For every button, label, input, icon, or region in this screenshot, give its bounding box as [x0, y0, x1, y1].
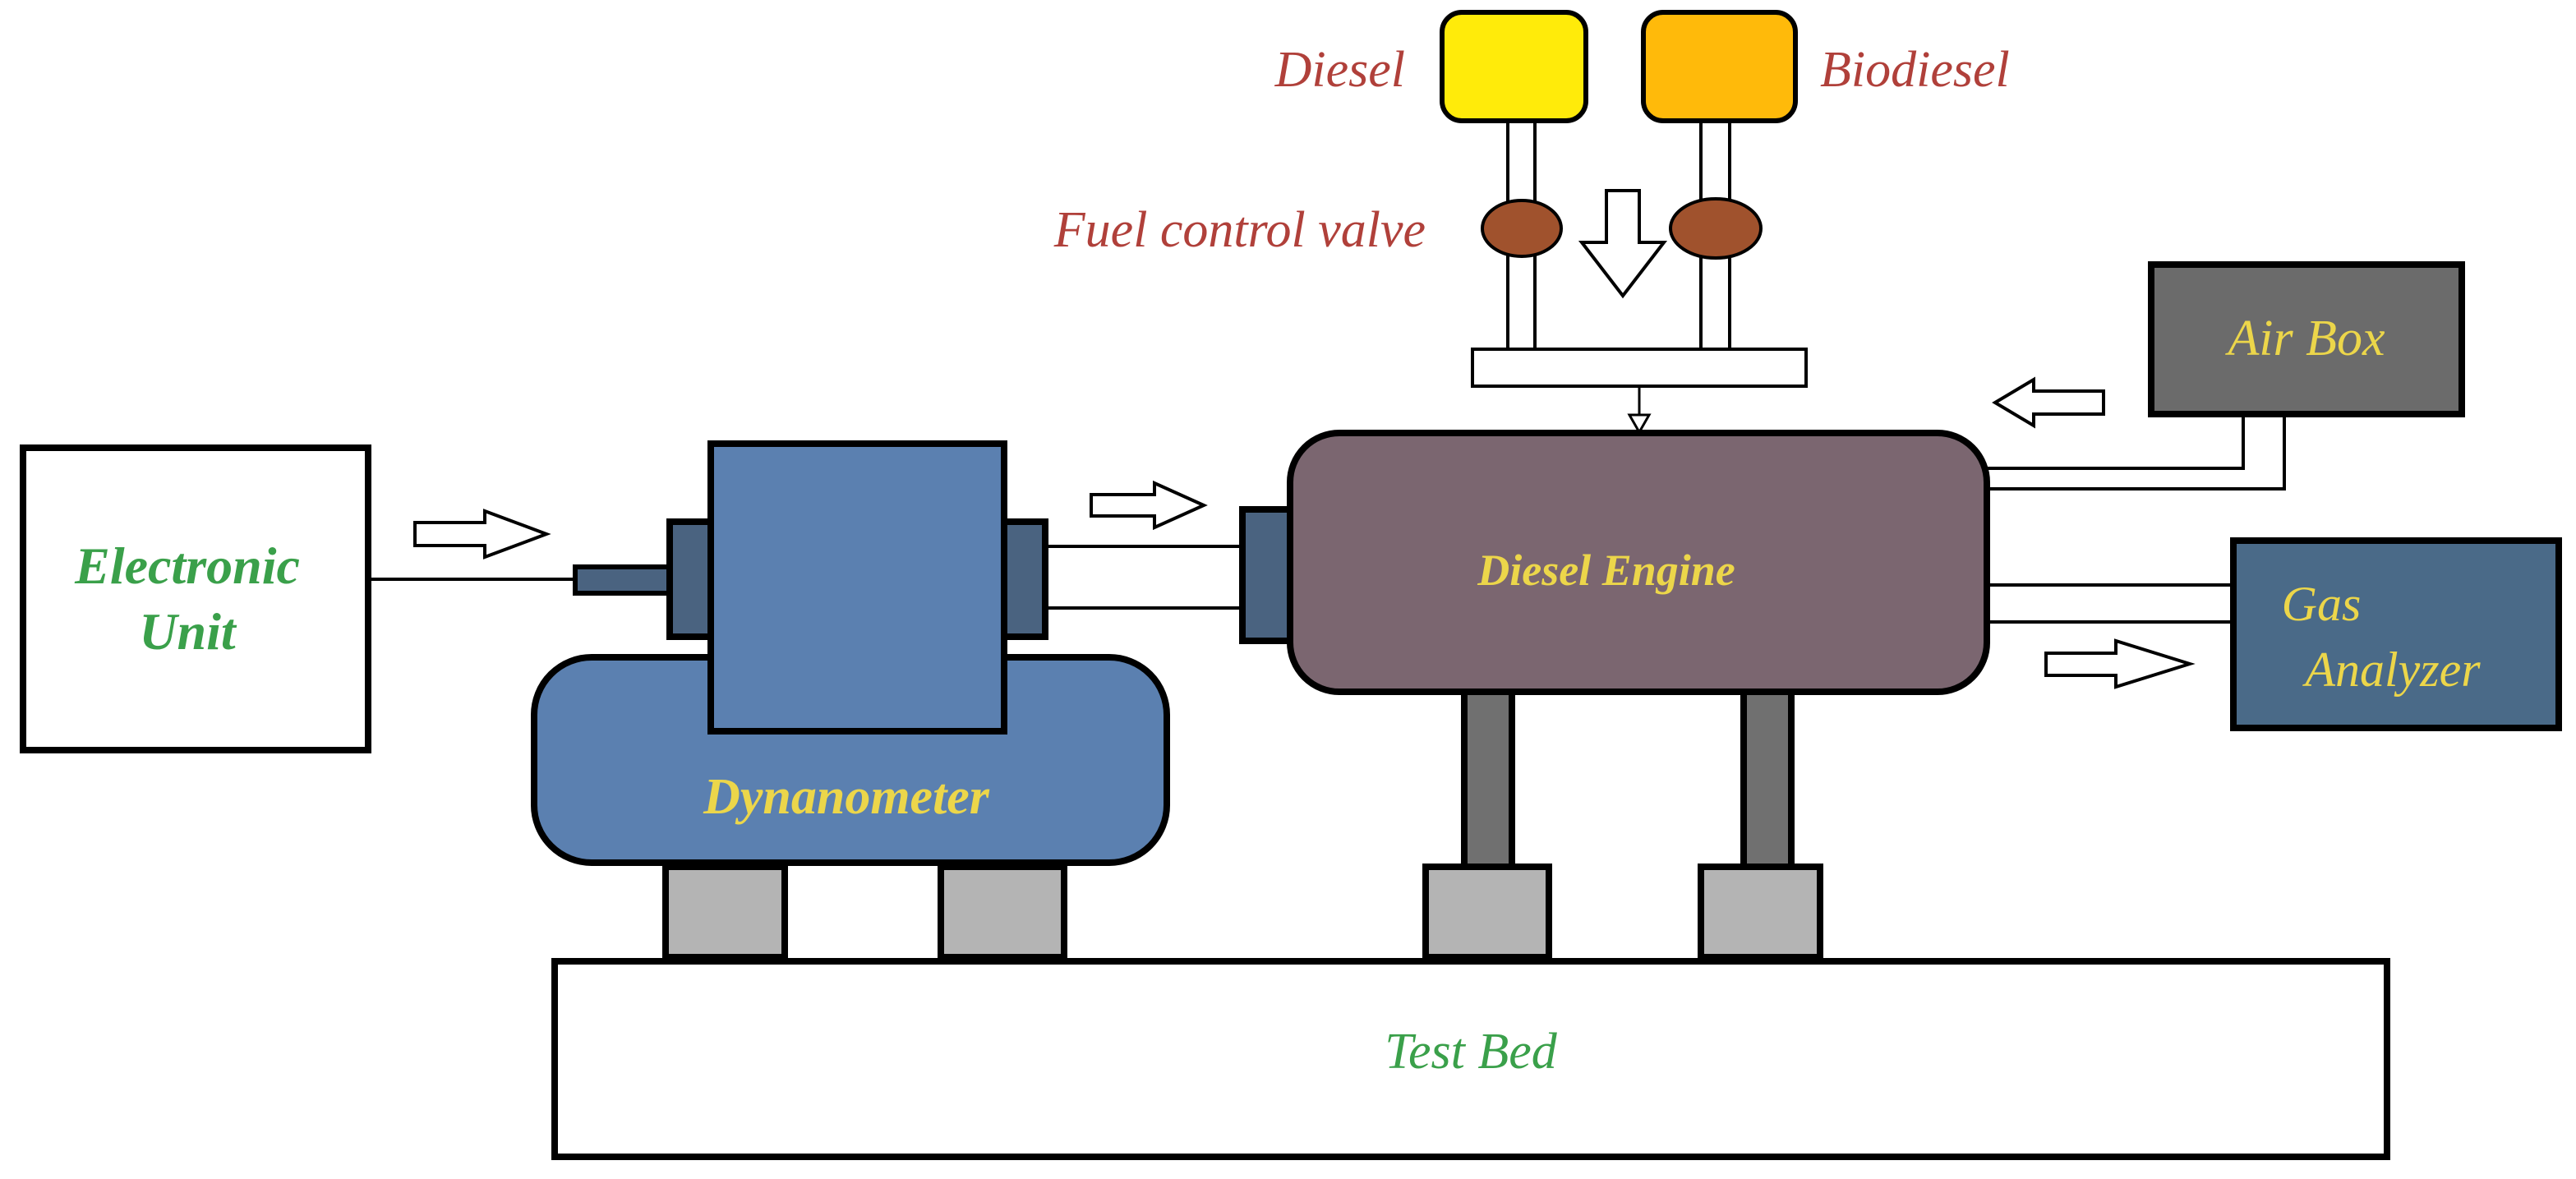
diesel-engine-label: Diesel Engine [1477, 546, 1735, 595]
air-box-label: Air Box [2224, 311, 2385, 366]
air-flow-arrow [1992, 376, 2105, 429]
electronic-unit-label-line2: Unit [139, 602, 237, 661]
dynamometer-body [707, 440, 1007, 735]
fuel-control-valve-label: Fuel control valve [1053, 202, 1426, 258]
dynamometer-foot-right [938, 864, 1067, 960]
air-box [2148, 261, 2465, 417]
fuel-manifold [1471, 348, 1808, 388]
gas-analyzer-box [2230, 537, 2562, 731]
engine-coupling [1239, 506, 1293, 644]
biodiesel-tank [1641, 10, 1798, 123]
exhaust-flow-arrow [2044, 638, 2196, 689]
diesel-label: Diesel [1274, 42, 1405, 98]
electronic-unit-box [20, 444, 371, 753]
biodiesel-label: Biodiesel [1820, 42, 2010, 98]
test-bed-box [551, 958, 2390, 1160]
dynamometer-foot-left [662, 864, 788, 960]
dynamometer-coupling-right [999, 518, 1048, 640]
air-pipe-inner [1987, 414, 2286, 490]
fuel-flow-arrow [1578, 189, 1668, 299]
diesel-fuel-control-valve [1481, 199, 1563, 258]
engine-support-left [1461, 683, 1515, 870]
test-bed-label: Test Bed [1385, 1024, 1558, 1080]
dynamometer-coupling-left [666, 518, 716, 640]
gas-analyzer-label-line2: Analyzer [2302, 642, 2481, 697]
gas-analyzer-label-line1: Gas [2282, 577, 2362, 631]
air-pipe-outer [1987, 414, 2245, 470]
power-transfer-arrow [1090, 480, 1208, 531]
engine-foot-left [1422, 864, 1552, 960]
dynamometer-label: Dynanometer [703, 769, 990, 825]
engine-foot-right [1698, 864, 1823, 960]
control-signal-arrow [413, 509, 551, 560]
manifold-feed-arrowhead [1627, 413, 1652, 435]
dynamometer-shaft [573, 564, 672, 596]
engine-support-right [1740, 683, 1795, 870]
electronic-unit-label-line1: Electronic [74, 537, 300, 595]
diesel-tank [1440, 10, 1588, 123]
biodiesel-fuel-control-valve [1669, 197, 1763, 260]
